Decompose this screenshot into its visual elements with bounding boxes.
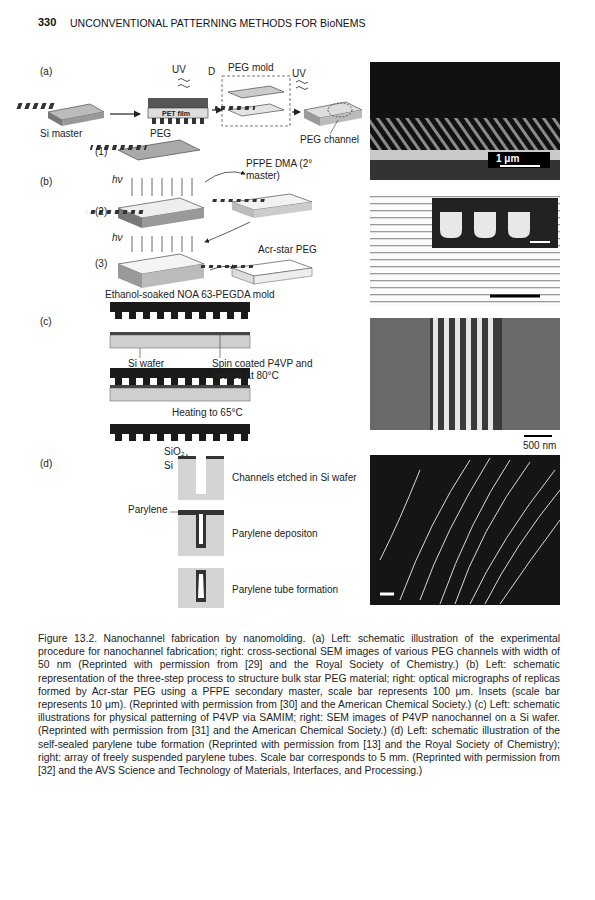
figure-label: Spin coated P4VP and heated at 80°C bbox=[212, 358, 342, 382]
figure-label: 1 μm bbox=[496, 153, 519, 165]
figure-label: (b) bbox=[40, 176, 52, 188]
figure-label: D bbox=[208, 66, 215, 78]
figure-label: hν bbox=[112, 232, 123, 244]
figure-label: 500 nm bbox=[523, 440, 556, 452]
figure-label: Si master bbox=[40, 128, 82, 140]
figure-label: Channels etched in Si wafer bbox=[232, 472, 357, 484]
figure-label: Si wafer bbox=[128, 358, 164, 370]
figure-label: Parylene bbox=[128, 504, 167, 516]
figure-label: hν bbox=[112, 174, 123, 186]
figure-label: PFPE DMA (2° master) bbox=[246, 158, 338, 182]
figure-label: (a) bbox=[40, 66, 52, 78]
figure-label: Parylene tube formation bbox=[232, 584, 338, 596]
figure-label: SiO₂ bbox=[164, 446, 185, 458]
figure-label: (d) bbox=[40, 458, 52, 470]
micrograph-b bbox=[370, 196, 560, 306]
micrograph-d bbox=[370, 455, 560, 605]
sem-image-c bbox=[370, 318, 560, 436]
figure-label: PEG bbox=[150, 128, 171, 140]
figure-label: Acr-star PEG bbox=[258, 244, 317, 256]
figure-label: PET film bbox=[162, 108, 190, 120]
figure-label: Si bbox=[164, 460, 173, 472]
figure-label: PEG channel bbox=[300, 134, 359, 146]
figure-label: UV bbox=[292, 68, 306, 80]
figure-label: Parylene depositon bbox=[232, 528, 318, 540]
schematic-d bbox=[170, 455, 224, 608]
sem-image-a bbox=[370, 62, 560, 180]
running-header: 330 bbox=[38, 16, 56, 28]
figure-label: Heating to 65°C bbox=[172, 407, 243, 419]
figure-label: UV bbox=[172, 64, 186, 76]
figure-label: (3) bbox=[95, 258, 107, 270]
figure-caption: Figure 13.2. Nanochannel fabrication by … bbox=[38, 632, 560, 777]
figure-label: (2) bbox=[95, 206, 107, 218]
schematic-a bbox=[16, 76, 362, 134]
figure-label: Ethanol-soaked NOA 63-PEGDA mold bbox=[105, 289, 275, 301]
running-header: UNCONVENTIONAL PATTERNING METHODS FOR Bi… bbox=[70, 17, 366, 29]
figure-label: PEG mold bbox=[228, 62, 274, 74]
figure-label: (c) bbox=[40, 316, 52, 328]
figure-label: (1) bbox=[95, 146, 107, 158]
